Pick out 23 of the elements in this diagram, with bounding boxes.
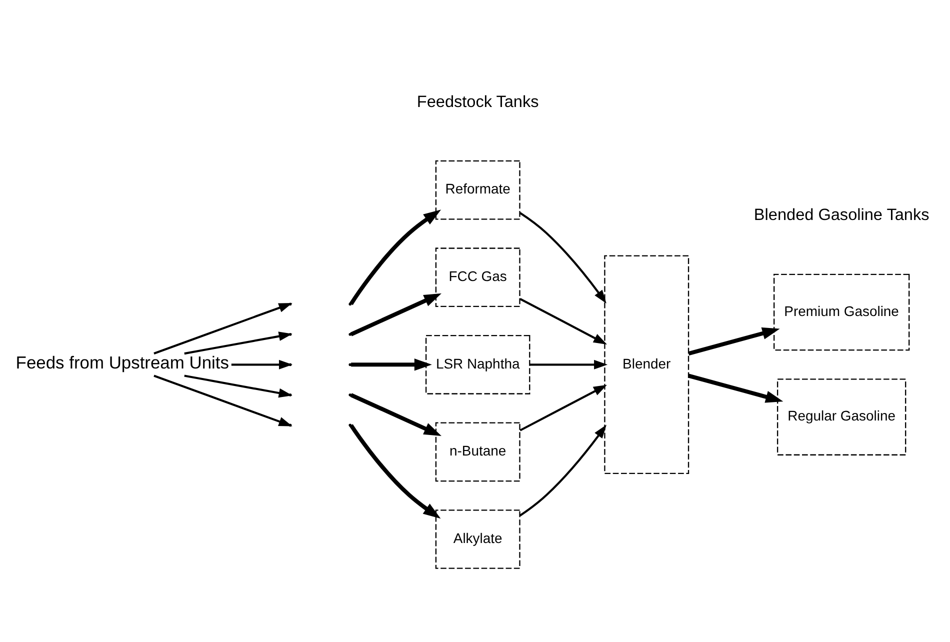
arrow bbox=[520, 384, 607, 432]
label: Feedstock Tanks bbox=[416, 93, 539, 112]
node-box: Blender bbox=[604, 255, 690, 474]
node-text: Feeds from Upstream Units bbox=[16, 352, 229, 373]
node-box: n-Butane bbox=[435, 422, 520, 482]
arrow bbox=[519, 212, 606, 304]
node-box: Regular Gasoline bbox=[776, 378, 906, 456]
label: Blended Gasoline Tanks bbox=[754, 206, 930, 224]
node-box: LSR Naphtha bbox=[425, 334, 530, 394]
arrow bbox=[351, 358, 432, 371]
arrow bbox=[349, 424, 441, 519]
node-box: Alkylate bbox=[435, 510, 520, 569]
arrow bbox=[530, 360, 608, 370]
node-box: Premium Gasoline bbox=[773, 274, 910, 351]
arrow bbox=[349, 210, 442, 306]
arrow bbox=[688, 327, 780, 356]
arrow bbox=[350, 293, 442, 336]
arrow bbox=[350, 393, 442, 436]
node-box: FCC Gas bbox=[435, 248, 520, 308]
arrow bbox=[519, 424, 606, 516]
arrow bbox=[520, 298, 607, 344]
node-box: Reformate bbox=[435, 160, 520, 220]
arrow bbox=[688, 374, 784, 403]
